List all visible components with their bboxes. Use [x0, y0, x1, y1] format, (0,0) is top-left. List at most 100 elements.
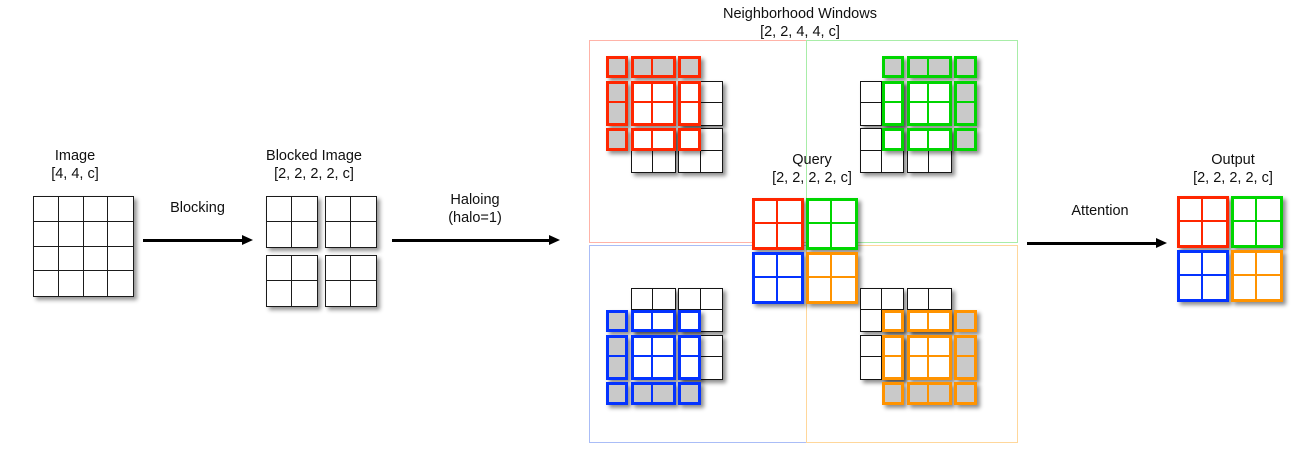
query-block-cell [808, 254, 832, 278]
blocked-image-block [325, 255, 377, 307]
neighborhood-cell [634, 313, 654, 330]
neighborhood-tile-halo-padding [954, 56, 977, 79]
blocked-image-block [325, 196, 377, 248]
neighborhood-cell [634, 84, 654, 104]
neighborhood-cell [653, 313, 673, 330]
neighborhood-tile-halo [631, 310, 676, 333]
neighborhood-cell [957, 385, 974, 402]
neighborhood-tile-halo [907, 128, 952, 151]
output-block-orange [1230, 249, 1283, 302]
query-block-cell [755, 201, 778, 224]
neighborhood-cell [860, 103, 882, 125]
neighborhood-cell [929, 357, 949, 377]
image-cell [58, 197, 84, 222]
query-block-cell [808, 277, 832, 301]
neighborhood-cell [910, 131, 930, 148]
output-block-cell [1203, 199, 1226, 222]
neighborhood-tile-halo [678, 310, 701, 333]
neighborhood-cell [910, 385, 930, 402]
neighborhood-cell [681, 338, 698, 358]
haloing-label-line2: (halo=1) [448, 209, 502, 226]
neighborhood-tile-halo-padding [954, 335, 977, 380]
neighborhood-cell [609, 338, 626, 358]
blocked-image-cell [326, 222, 351, 247]
query-block-cell [755, 254, 778, 278]
image-cell [34, 197, 59, 222]
neighborhood-cell [929, 288, 951, 310]
image-cell [108, 247, 133, 272]
neighborhood-cell [957, 131, 974, 148]
output-shape: [2, 2, 2, 2, c] [1193, 169, 1273, 186]
neighborhood-cell [885, 357, 902, 377]
neighborhood-cell [885, 59, 902, 76]
neighborhood-tile-halo-padding [954, 310, 977, 333]
neighborhood-cell [681, 313, 698, 330]
output-block-cell [1203, 222, 1226, 245]
neighborhood-tile-halo-padding [606, 81, 629, 126]
query-block-cell [808, 224, 832, 247]
neighborhood-cell [653, 59, 673, 76]
blocked-image-cell [267, 222, 292, 247]
neighborhood-cell [679, 288, 701, 310]
neighborhood-tile-halo-padding [606, 56, 629, 79]
query-block-cell [778, 201, 801, 224]
query-block-cell [778, 277, 801, 301]
neighborhood-cell [910, 84, 930, 104]
neighborhood-tile-halo [678, 128, 701, 151]
neighborhood-tile-halo-padding [907, 382, 952, 405]
output-block-cell [1203, 275, 1226, 299]
blocked-image-cell [351, 281, 376, 306]
blocked-image-block [266, 255, 318, 307]
neighborhood-cell [653, 131, 673, 148]
query-block-cell [831, 224, 855, 247]
image-cell [108, 197, 133, 222]
neighborhood-tile-query [907, 335, 952, 380]
neighborhood-cell [679, 150, 701, 173]
neighborhood-cell [957, 84, 974, 104]
neighborhood-cell [653, 338, 673, 358]
query-caption: Query [2, 2, 2, 2, c] [752, 152, 872, 187]
neighborhood-cell [910, 338, 930, 358]
neighborhood-tile-halo-padding [882, 382, 905, 405]
neighborhood-cell [908, 150, 930, 173]
neighborhood-cell [885, 131, 902, 148]
neighborhood-cell [681, 357, 698, 377]
query-block-cell [755, 224, 778, 247]
blocked-image-cell [351, 197, 376, 222]
neighborhood-cell [910, 357, 930, 377]
haloing-label-line1: Haloing [450, 192, 500, 208]
image-cell [59, 271, 84, 296]
neighborhood-cell [957, 103, 974, 123]
blocked-image-cell [292, 256, 317, 281]
neighborhood-tile-halo [907, 310, 952, 333]
output-block-red [1177, 196, 1229, 248]
query-block-orange [805, 251, 858, 304]
blocked-image-cell [351, 222, 376, 247]
output-block-cell [1233, 199, 1257, 222]
query-block-red [752, 198, 804, 250]
neighborhood-cell [700, 336, 723, 358]
blocked-image-cell [292, 281, 317, 306]
query-block-blue [752, 251, 804, 304]
neighborhood-cell [881, 288, 904, 310]
blocked-image-cell [267, 197, 292, 222]
blocked-image-block [266, 196, 318, 248]
neighborhood-tile-halo-padding [606, 128, 629, 151]
neighborhood-cell [653, 150, 675, 173]
neighborhood-cell [885, 84, 902, 104]
neighborhood-tile-halo [678, 335, 701, 380]
blocking-label-line1: Blocking [170, 200, 225, 216]
query-block-cell [808, 201, 832, 224]
neighborhood-cell [653, 103, 673, 123]
neighborhood-tile-halo-padding [606, 382, 629, 405]
image-cell [108, 271, 133, 296]
query-block-cell [831, 201, 855, 224]
query-block-cell [755, 277, 778, 301]
neighborhood-cell [881, 150, 904, 173]
neighborhood-cell [929, 338, 949, 358]
neighborhood-cell [929, 59, 949, 76]
neighborhood-cell [634, 385, 654, 402]
neighborhood-tile-halo-padding [954, 128, 977, 151]
output-block-cell [1180, 275, 1203, 299]
neighborhood-cell [860, 150, 882, 173]
